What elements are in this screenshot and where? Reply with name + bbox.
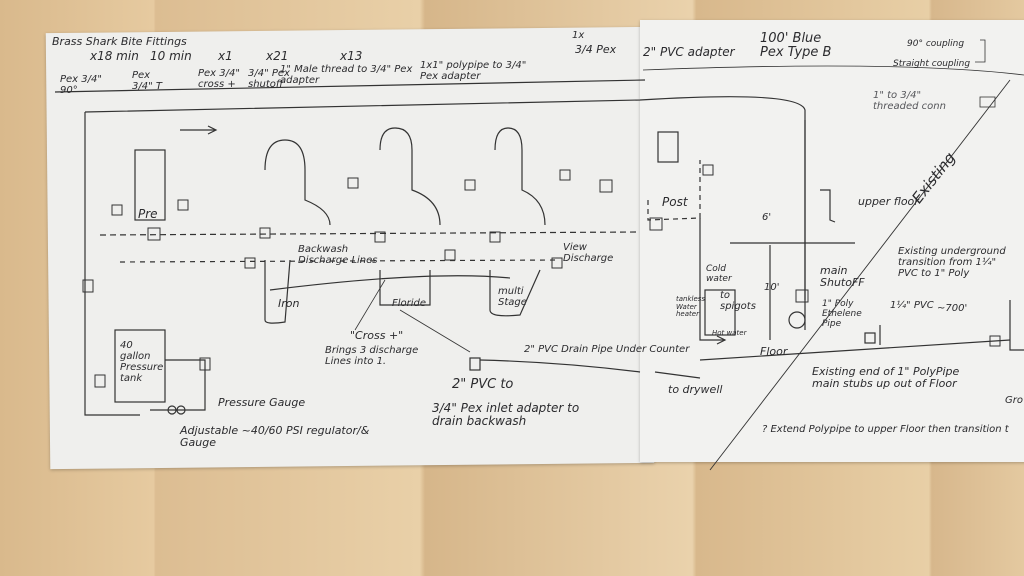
floor-line bbox=[699, 339, 1011, 361]
label-drain-pipe: 2" PVC Drain Pipe Under Counter bbox=[524, 344, 690, 355]
legend-pex-type: 100' Blue Pex Type B bbox=[760, 31, 832, 61]
legend-qty-shutoff: x21 bbox=[266, 49, 289, 63]
label-regulator: Adjustable ~40/60 PSI regulator/& Gauge bbox=[180, 424, 370, 450]
label-tankless-heater: tankless Water heater bbox=[676, 295, 706, 319]
label-extend-note: ? Extend Polypipe to upper Floor then tr… bbox=[762, 424, 1009, 435]
legend-qty-tee: 10 min bbox=[150, 49, 192, 63]
label-10ft: 10' bbox=[764, 282, 780, 293]
label-existing-end: Existing end of 1" PolyPipe main stubs u… bbox=[812, 365, 960, 391]
label-pre: Pre bbox=[138, 207, 158, 221]
label-poly-pipe: 1" Poly Ethelene Pipe bbox=[822, 299, 862, 329]
legend-qty-90: x18 min bbox=[90, 49, 139, 63]
legend-qty-pex: 1x bbox=[572, 30, 585, 41]
legend-label-90: Pex 3/4" 90° bbox=[60, 74, 102, 96]
legend-label-pex: 3/4 Pex bbox=[575, 43, 617, 56]
label-backwash: Backwash Discharge Lines bbox=[298, 244, 378, 266]
main-pipe bbox=[99, 231, 641, 236]
label-post: Post bbox=[662, 195, 688, 209]
legend-label-cross: Pex 3/4" cross + bbox=[198, 68, 240, 90]
label-pvc-114: 1¼" PVC bbox=[890, 300, 934, 311]
legend-label-pvc-adapter: 2" PVC adapter bbox=[643, 45, 735, 59]
label-pressure-gauge: Pressure Gauge bbox=[218, 396, 306, 409]
label-pressure-tank: 40 gallon Pressure tank bbox=[120, 340, 164, 384]
legend-90-coupling: 90° coupling bbox=[907, 39, 965, 49]
label-iron: Iron bbox=[278, 297, 300, 310]
label-cross-note: Brings 3 discharge Lines into 1. bbox=[325, 345, 419, 367]
label-existing-underground: Existing underground transition from 1¼"… bbox=[898, 246, 1006, 279]
header-divider bbox=[54, 79, 646, 93]
label-cross: "Cross +" bbox=[350, 329, 404, 342]
label-upper-floor: upper floor bbox=[858, 195, 919, 208]
pressure-tank-shape bbox=[114, 329, 166, 403]
legend-label-tee: Pex 3/4" T bbox=[132, 70, 162, 92]
legend-label-polypipe: 1x1" polypipe to 3/4" Pex adapter bbox=[420, 60, 527, 82]
label-fluoride: Floride bbox=[392, 298, 427, 309]
label-hot-water: Hot water bbox=[712, 329, 747, 337]
legend-qty-adapter: x13 bbox=[340, 49, 363, 63]
label-main-shutoff: main ShutoFF bbox=[820, 264, 865, 290]
label-length: ~700' bbox=[937, 303, 968, 314]
label-floor: Floor bbox=[760, 345, 788, 358]
supply-line bbox=[84, 112, 140, 416]
legend-label-shutoff: 3/4" Pex shutoff bbox=[248, 68, 290, 90]
label-view-discharge: View Discharge bbox=[563, 242, 614, 264]
label-multi-stage: multi Stage bbox=[498, 286, 527, 308]
legend-straight-coupling: Straight coupling bbox=[893, 59, 971, 69]
legend-title: Brass Shark Bite Fittings bbox=[52, 35, 187, 48]
legend-qty-cross: x1 bbox=[218, 49, 233, 63]
label-pvc-note: 3/4" Pex inlet adapter to drain backwash bbox=[432, 401, 580, 429]
right-sheet bbox=[640, 20, 1024, 462]
legend-label-adapter: 1" Male thread to 3/4" Pex adapter bbox=[280, 64, 413, 86]
legend-threaded-conn: 1" to 3/4" threaded conn bbox=[873, 90, 946, 112]
label-ground: Gro bbox=[1005, 395, 1023, 406]
label-cold-water: Cold water bbox=[706, 264, 732, 284]
label-to-spigots: to spigots bbox=[720, 290, 756, 312]
label-pvc-to: 2" PVC to bbox=[452, 377, 514, 392]
label-6ft: 6' bbox=[762, 212, 772, 223]
existing-diagonal bbox=[709, 79, 1011, 471]
label-to-drywell: to drywell bbox=[668, 383, 723, 396]
